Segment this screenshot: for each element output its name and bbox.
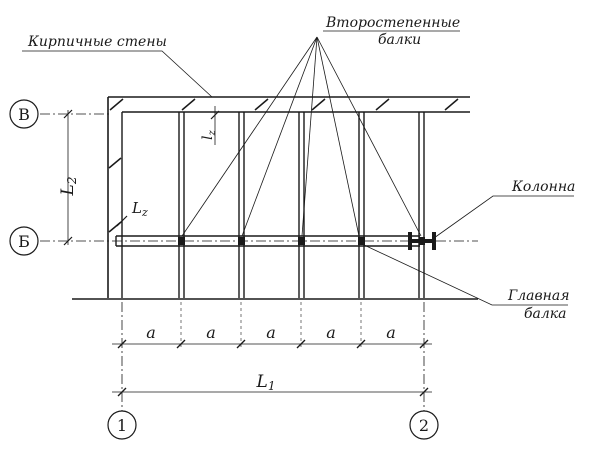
column-leader <box>433 195 574 239</box>
axis-label-row-mid: Б <box>18 232 30 251</box>
axis-bubble-col-left: 1 <box>107 410 137 440</box>
callout-labels: Кирпичные стены Второстепенные балки Кол… <box>27 15 575 322</box>
beam-joints <box>178 237 365 245</box>
dimension-a-label: a <box>206 323 216 342</box>
secondary-beams-label-line2: балки <box>378 32 421 48</box>
main-beam-label-line2: балка <box>524 306 567 322</box>
column-label: Колонна <box>511 179 575 195</box>
axis-bubbles: В Б 1 2 <box>9 99 439 440</box>
dimension-L1-label: L1 <box>256 372 276 393</box>
brick-walls-leader <box>22 50 213 98</box>
secondary-beam <box>178 112 185 298</box>
secondary-beam <box>238 112 245 298</box>
wall-hatching <box>108 98 459 233</box>
axis-bubble-col-right: 2 <box>409 410 439 440</box>
dimension-chain-a: a a a a a <box>112 302 432 349</box>
secondary-beam <box>358 112 365 298</box>
dimension-a-label: a <box>386 323 396 342</box>
dimension-Lz-horizontal-label: Lz <box>131 199 148 219</box>
brick-walls-label: Кирпичные стены <box>27 34 167 50</box>
main-beam-leader <box>361 243 568 306</box>
axis-lines <box>40 113 478 412</box>
dimension-L2-label: L2 <box>58 177 79 197</box>
secondary-beam <box>418 112 425 298</box>
secondary-beams-label-line1: Второстепенные <box>325 15 460 31</box>
axis-label-col-right: 2 <box>419 416 429 435</box>
leader-lines <box>22 30 574 306</box>
main-beam <box>115 235 420 247</box>
column-symbol <box>408 232 436 250</box>
axis-bubble-row-mid: Б <box>9 226 39 256</box>
dimension-a-label: a <box>326 323 336 342</box>
axis-bubble-row-top: В <box>9 99 39 129</box>
dimension-a-label: a <box>146 323 156 342</box>
axis-label-col-left: 1 <box>117 416 127 435</box>
dimension-lz-vertical: lz <box>200 106 220 145</box>
brick-walls <box>72 96 478 300</box>
dimension-L2: L2 <box>58 109 79 246</box>
dimension-Lz-horizontal: Lz <box>116 199 148 234</box>
dimension-lz-vertical-label: lz <box>200 130 218 140</box>
axis-label-row-top: В <box>18 105 30 124</box>
secondary-beams <box>178 112 425 298</box>
main-beam-label-line1: Главная <box>507 288 570 304</box>
dimension-L1: L1 <box>112 372 432 397</box>
dimension-a-label: a <box>266 323 276 342</box>
secondary-beam <box>298 112 305 298</box>
